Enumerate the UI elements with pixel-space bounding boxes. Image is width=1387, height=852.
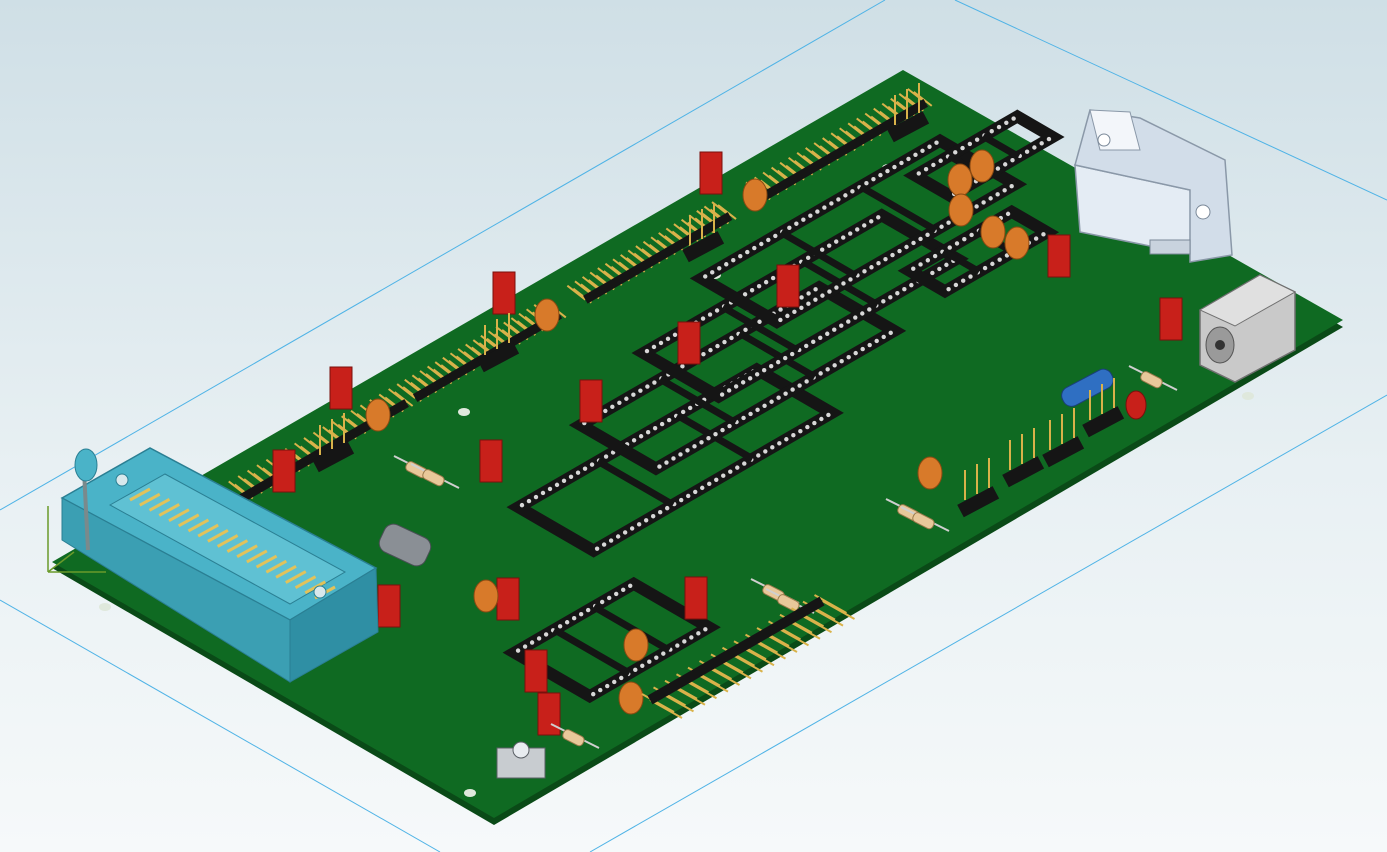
resistor-4[interactable] [900,506,950,532]
ceramic-capacitor-10[interactable] [948,193,974,227]
ic-socket-2[interactable] [568,280,907,476]
jumper-3[interactable] [329,366,353,410]
small-header-1[interactable] [477,313,520,373]
jumper-1[interactable] [699,151,723,195]
resistor-7[interactable] [1128,365,1178,391]
zif-lever-handle[interactable] [74,448,98,482]
small-header-8[interactable] [1082,378,1125,438]
jumper-2[interactable] [492,271,516,315]
led[interactable] [1125,390,1147,420]
small-header-4[interactable] [887,83,930,143]
jumper-4[interactable] [272,449,296,493]
power-jack[interactable] [1198,274,1297,383]
resistor-8[interactable] [550,723,600,749]
small-header-6[interactable] [957,458,1000,518]
ceramic-capacitor-3[interactable] [365,398,391,432]
jumper-12[interactable] [377,584,401,628]
jumper-6[interactable] [579,379,603,423]
ceramic-capacitor-1[interactable] [742,178,768,212]
jumper-11[interactable] [684,576,708,620]
small-header-2[interactable] [312,413,355,473]
jumper-14[interactable] [524,649,548,693]
discrete-components[interactable] [272,83,1183,779]
ceramic-capacitor-9[interactable] [969,149,995,183]
ic-sockets[interactable] [502,109,1065,704]
pin-headers-back[interactable] [209,88,933,511]
crystal-oscillator[interactable] [376,521,434,569]
zif-socket[interactable] [60,447,379,683]
ceramic-capacitor-2[interactable] [534,298,560,332]
electrolytic-capacitor[interactable] [1058,366,1116,409]
pin-header-3[interactable] [566,201,737,304]
jumper-9[interactable] [1047,234,1071,278]
ceramic-capacitor-6[interactable] [618,681,644,715]
jumper-5[interactable] [479,439,503,483]
small-header-5[interactable] [1002,428,1045,488]
jumper-13[interactable] [496,577,520,621]
jumper-10[interactable] [1159,297,1183,341]
ceramic-capacitor-8[interactable] [947,163,973,197]
pin-header-front[interactable] [641,594,855,719]
small-header-7[interactable] [1042,408,1085,468]
ic-socket-4[interactable] [689,133,1028,329]
axis-triad-icon [47,506,106,573]
ceramic-capacitor-7[interactable] [473,579,499,613]
ceramic-capacitor-11[interactable] [980,215,1006,249]
ceramic-capacitor-12[interactable] [1004,226,1030,260]
serial-connector[interactable] [1074,109,1233,263]
jumper-15[interactable] [537,692,561,736]
resistor-2[interactable] [410,463,460,489]
ceramic-capacitor-5[interactable] [623,628,649,662]
ic-socket-5[interactable] [502,576,721,704]
small-header-3[interactable] [682,203,725,263]
jumper-8[interactable] [776,264,800,308]
push-button[interactable] [496,741,546,779]
jumper-7[interactable] [677,321,701,365]
ceramic-capacitor-4[interactable] [917,456,943,490]
